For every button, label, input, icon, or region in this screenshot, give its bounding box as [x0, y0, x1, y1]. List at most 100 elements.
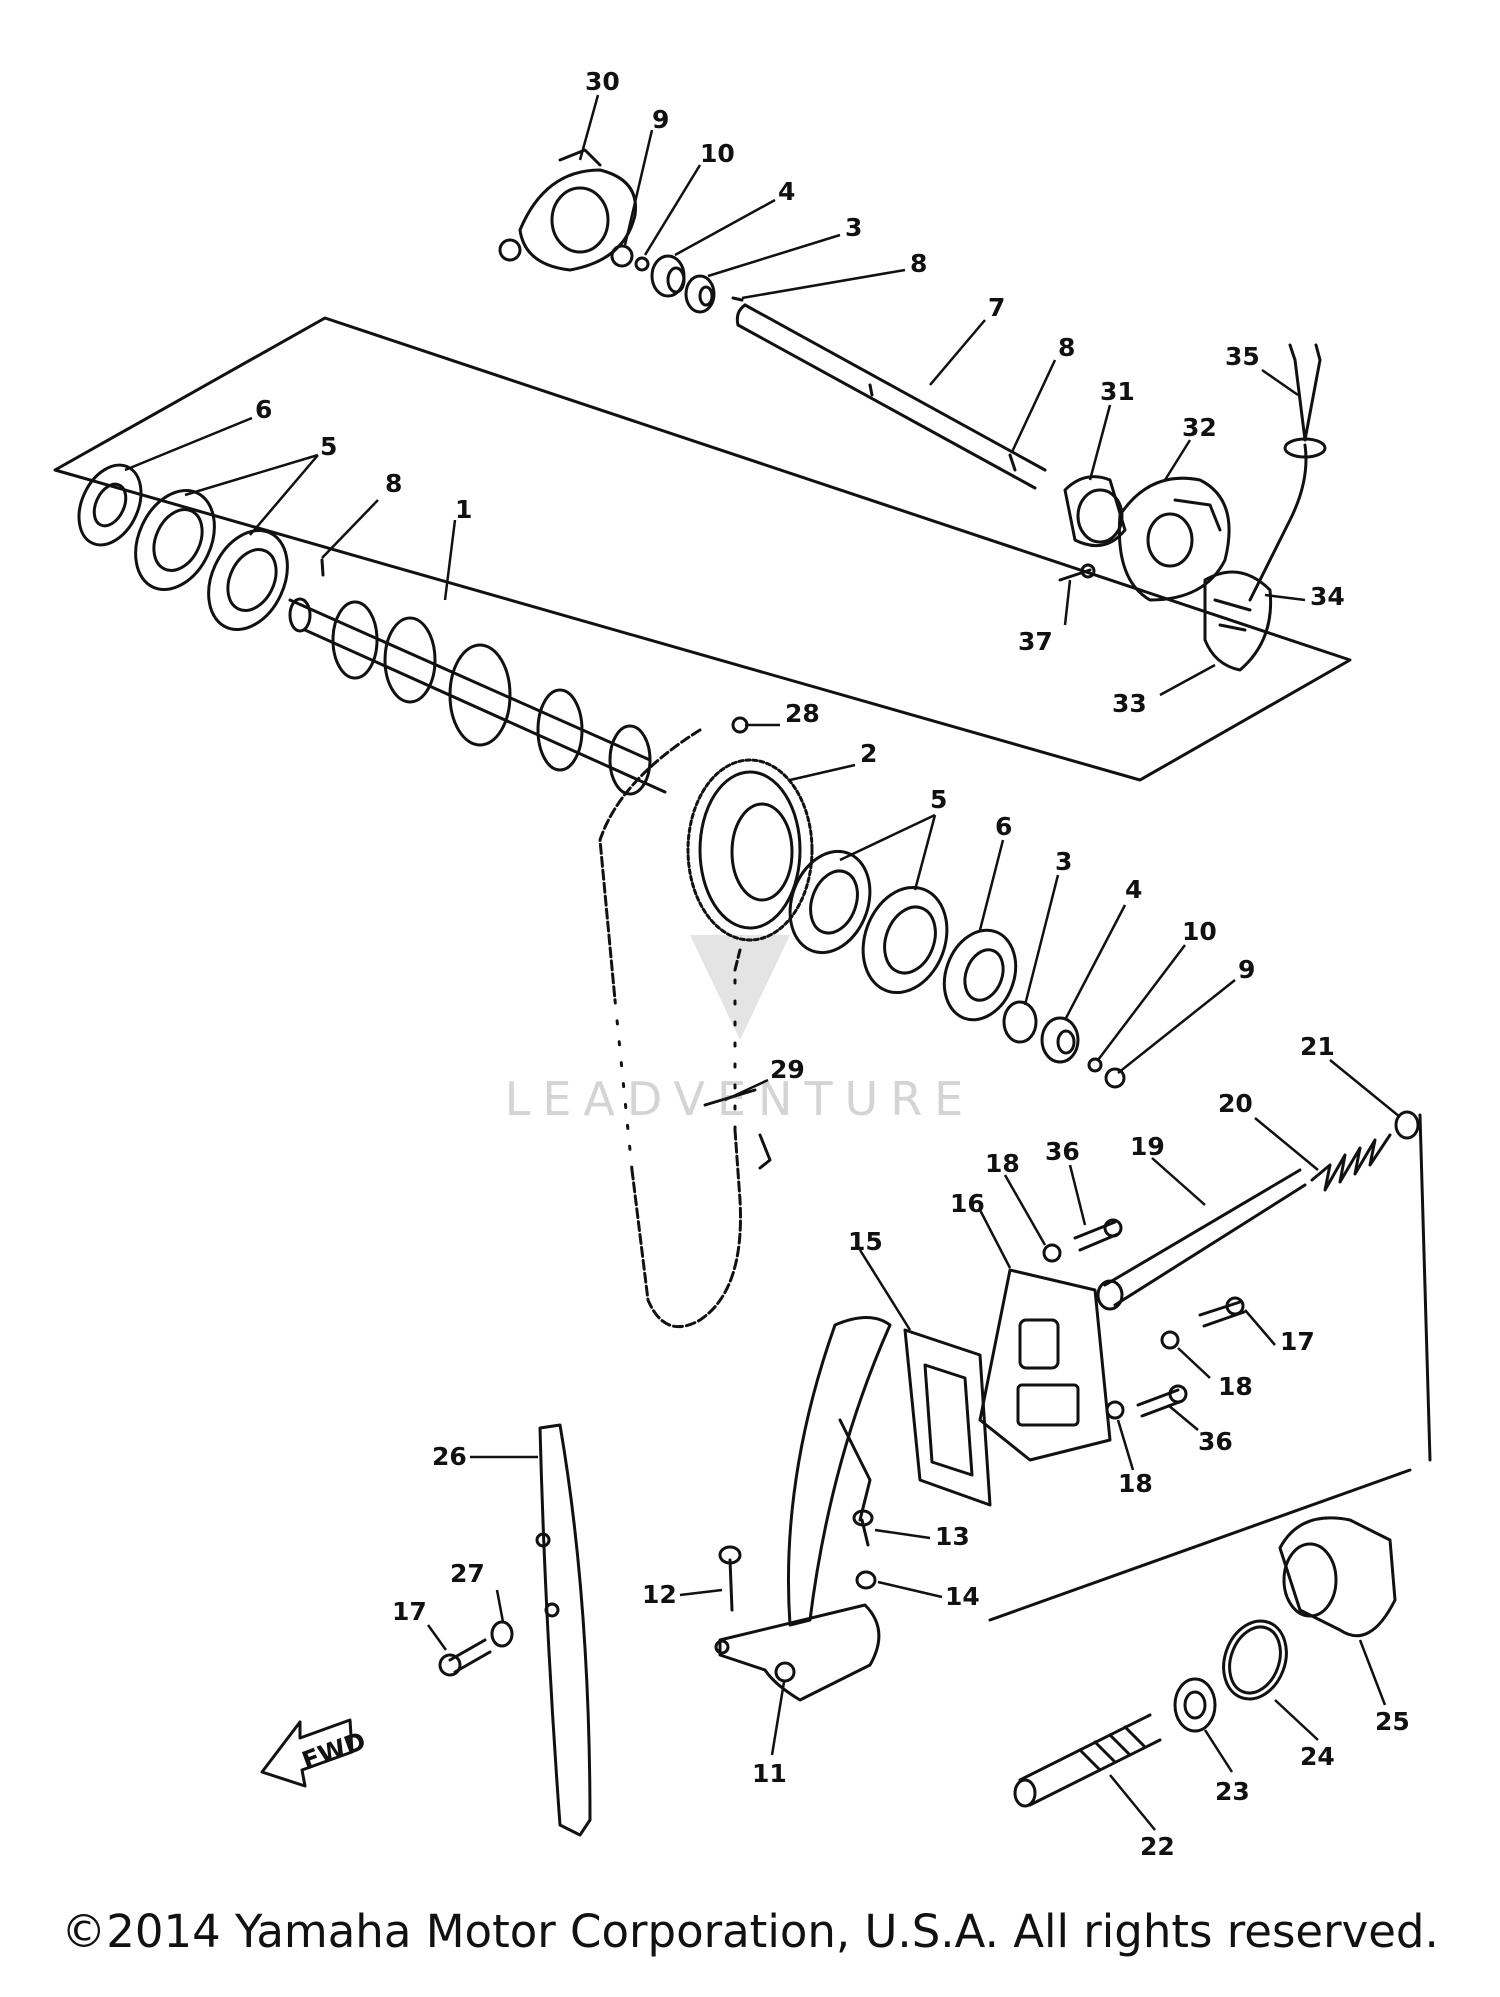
upper-assembly-outline	[53, 316, 1352, 782]
callout-5: 5	[930, 785, 947, 814]
part-36-bolt-lower	[1136, 1384, 1188, 1418]
part-1-camshaft	[288, 597, 667, 796]
part-31-rotor	[1063, 475, 1127, 548]
callout-numbers: 30 9 10 4 3 8 7 8 31 35 32 34 37 33 6 5 …	[255, 67, 1410, 1861]
callout-34: 34	[1310, 582, 1345, 611]
callout-22: 22	[1140, 1832, 1175, 1861]
callout-18: 18	[1118, 1469, 1153, 1498]
callout-8: 8	[385, 469, 402, 498]
tensioner-bolt-assembly-outline	[988, 1468, 1412, 1622]
fwd-direction-marker: FWD	[260, 1718, 370, 1788]
part-17-bolt-lower	[438, 1638, 492, 1677]
part-20-spring	[1310, 1133, 1392, 1192]
callout-1: 1	[455, 495, 472, 524]
part-28-sprocket-bolt	[731, 716, 749, 734]
callout-18: 18	[1218, 1372, 1253, 1401]
callout-9: 9	[652, 105, 669, 134]
part-6-oil-seal-right	[942, 928, 1018, 1022]
callout-9: 9	[1238, 955, 1255, 984]
callout-37: 37	[1018, 627, 1053, 656]
callout-29: 29	[770, 1055, 805, 1084]
callout-35: 35	[1225, 342, 1260, 371]
part-2-cam-sprocket	[686, 758, 814, 942]
callout-4: 4	[1125, 875, 1142, 904]
callout-23: 23	[1215, 1777, 1250, 1806]
part-9-nut-right	[1104, 1067, 1126, 1089]
callout-24: 24	[1300, 1742, 1335, 1771]
part-10-washer-top	[634, 256, 650, 272]
callout-3: 3	[845, 213, 862, 242]
part-10-washer-right	[1087, 1057, 1103, 1073]
part-22-adjust-bolt	[1013, 1713, 1162, 1808]
part-36-bolt-upper	[1073, 1218, 1123, 1252]
part-18-washer-upper	[1042, 1243, 1062, 1263]
callout-32: 32	[1182, 413, 1217, 442]
part-12-bolt	[718, 1545, 742, 1612]
callout-7: 7	[988, 293, 1005, 322]
callout-26: 26	[432, 1442, 467, 1471]
part-30-plate	[498, 148, 638, 272]
callout-4: 4	[778, 177, 795, 206]
part-14-nut	[855, 1570, 877, 1590]
callout-17: 17	[392, 1597, 427, 1626]
part-37-screw	[1058, 563, 1096, 582]
part-25-cap	[1278, 1516, 1397, 1638]
callout-5: 5	[320, 432, 337, 461]
callout-11: 11	[752, 1759, 787, 1788]
callout-36: 36	[1045, 1137, 1080, 1166]
callout-13: 13	[935, 1522, 970, 1551]
callout-3: 3	[1055, 847, 1072, 876]
callout-33: 33	[1112, 689, 1147, 718]
callout-21: 21	[1300, 1032, 1335, 1061]
part-34-point	[1203, 570, 1273, 672]
watermark-text: LEADVENTURE	[505, 1072, 976, 1126]
part-5-bearing-right-a	[788, 849, 872, 955]
part-8-pin-top	[731, 296, 744, 302]
part-35-lead-wire	[1248, 343, 1327, 602]
callout-2: 2	[860, 739, 877, 768]
part-tensioner-arm	[786, 1316, 892, 1627]
part-7-shaft	[735, 303, 1047, 490]
tensioner-assembly-outline	[1418, 1113, 1432, 1462]
callout-18: 18	[985, 1149, 1020, 1178]
part-32-contact-plate	[1117, 476, 1231, 602]
callout-8: 8	[1058, 333, 1075, 362]
cam-chain	[598, 728, 742, 1329]
part-6-oil-seal-left	[77, 463, 143, 547]
callout-12: 12	[642, 1580, 677, 1609]
part-18-washer-lower	[1105, 1400, 1125, 1420]
part-5-bearing-left-b	[207, 528, 289, 632]
part-11-pivot-arm	[714, 1603, 881, 1702]
part-3-collar-top	[684, 274, 716, 314]
callout-27: 27	[450, 1559, 485, 1588]
callout-17: 17	[1280, 1327, 1315, 1356]
callout-30: 30	[585, 67, 620, 96]
part-17-bolt-right	[1198, 1296, 1246, 1328]
callout-20: 20	[1218, 1089, 1253, 1118]
part-9-nut-top	[610, 244, 634, 268]
part-5-bearing-left-a	[134, 488, 216, 592]
part-27-collar	[490, 1620, 514, 1648]
part-4-bush-top	[650, 254, 686, 298]
part-15-gasket	[903, 1328, 992, 1507]
callout-8: 8	[910, 249, 927, 278]
part-26-chain-guide	[535, 1423, 592, 1837]
part-8-pin-camshaft	[320, 558, 325, 577]
copyright-notice: ©2014 Yamaha Motor Corporation, U.S.A. A…	[61, 1905, 1439, 1958]
part-13-bolt	[852, 1509, 874, 1547]
callout-6: 6	[255, 395, 272, 424]
callout-31: 31	[1100, 377, 1135, 406]
callout-15: 15	[848, 1227, 883, 1256]
part-19-push-rod	[1096, 1168, 1307, 1311]
part-4-bush-right	[1040, 1016, 1080, 1064]
callout-10: 10	[700, 139, 735, 168]
callout-36: 36	[1198, 1427, 1233, 1456]
callout-19: 19	[1130, 1132, 1165, 1161]
part-23-nut	[1173, 1677, 1217, 1733]
callout-28: 28	[785, 699, 820, 728]
callout-leaders	[124, 94, 1401, 1831]
part-18-washer-mid	[1160, 1330, 1180, 1350]
callout-14: 14	[945, 1582, 980, 1611]
callout-16: 16	[950, 1189, 985, 1218]
